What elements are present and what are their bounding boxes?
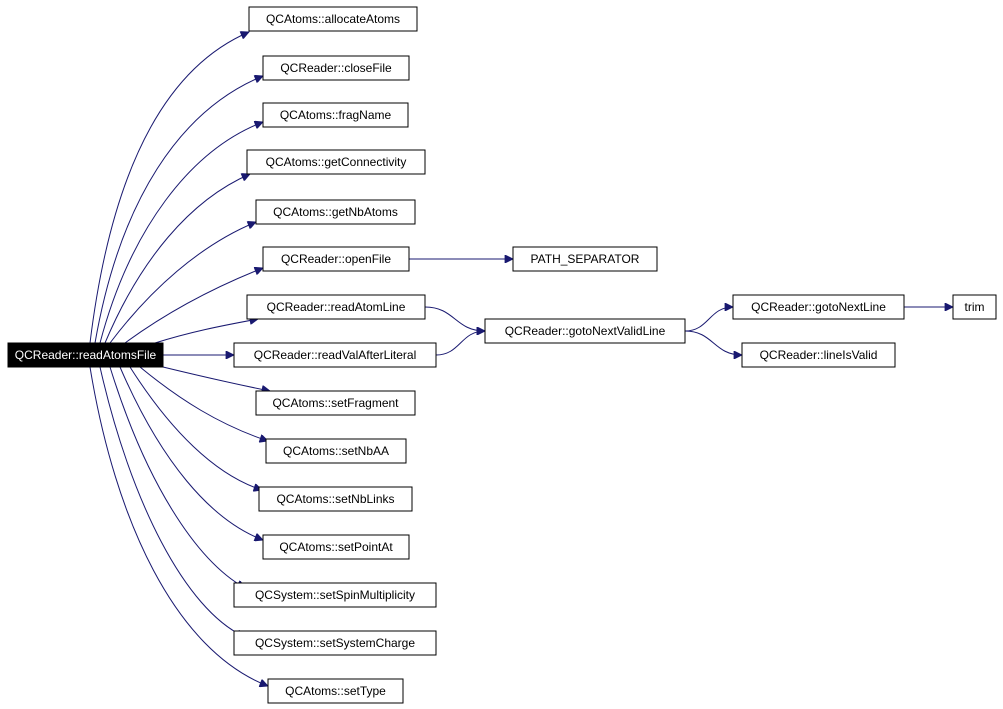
- node-label-setNbLinks: QCAtoms::setNbLinks: [276, 492, 394, 506]
- node-box-trim[interactable]: [952, 294, 997, 320]
- node-fragName[interactable]: QCAtoms::fragName: [262, 102, 409, 128]
- node-box-getNbAtoms[interactable]: [255, 199, 416, 225]
- node-label-setFragment: QCAtoms::setFragment: [272, 396, 399, 410]
- node-box-readAtomLine[interactable]: [246, 294, 426, 320]
- node-box-gotoNextValidLine[interactable]: [484, 318, 686, 344]
- node-label-allocateAtoms: QCAtoms::allocateAtoms: [266, 12, 400, 26]
- node-label-PATH_SEPARATOR: PATH_SEPARATOR: [531, 252, 640, 266]
- node-box-allocateAtoms[interactable]: [248, 6, 418, 32]
- node-openFile[interactable]: QCReader::openFile: [262, 246, 410, 272]
- node-box-setType[interactable]: [267, 678, 404, 704]
- node-setSpinMultiplicity[interactable]: QCSystem::setSpinMultiplicity: [233, 582, 437, 608]
- node-label-getNbAtoms: QCAtoms::getNbAtoms: [273, 205, 398, 219]
- node-box-root[interactable]: [7, 342, 164, 368]
- node-PATH_SEPARATOR[interactable]: PATH_SEPARATOR: [512, 246, 658, 272]
- edge-root-to-setPointAt: [119, 366, 263, 540]
- node-label-setType: QCAtoms::setType: [285, 684, 386, 698]
- node-box-closeFile[interactable]: [262, 55, 410, 81]
- node-box-setPointAt[interactable]: [262, 534, 410, 560]
- node-label-setSystemCharge: QCSystem::setSystemCharge: [255, 636, 415, 650]
- edge-readAtomLine-to-gotoNextValidLine: [424, 306, 485, 331]
- edge-root-to-getConnectivity: [104, 174, 250, 344]
- node-label-closeFile: QCReader::closeFile: [280, 61, 392, 75]
- node-gotoNextLine[interactable]: QCReader::gotoNextLine: [732, 294, 905, 320]
- node-label-setNbAA: QCAtoms::setNbAA: [283, 444, 389, 458]
- node-setFragment[interactable]: QCAtoms::setFragment: [255, 390, 416, 416]
- edge-root-to-setFragment: [162, 366, 270, 391]
- node-label-lineIsValid: QCReader::lineIsValid: [760, 348, 878, 362]
- node-box-setNbLinks[interactable]: [258, 486, 413, 512]
- node-box-setFragment[interactable]: [255, 390, 416, 416]
- node-box-fragName[interactable]: [262, 102, 409, 128]
- edge-root-to-readAtomLine: [154, 319, 258, 344]
- node-setNbLinks[interactable]: QCAtoms::setNbLinks: [258, 486, 413, 512]
- node-box-readValAfterLiteral[interactable]: [233, 342, 437, 368]
- edge-root-to-setSpinMultiplicity: [109, 366, 245, 588]
- node-layer: QCReader::readAtomsFile QCAtoms::allocate…: [7, 6, 997, 704]
- node-root[interactable]: QCReader::readAtomsFile: [7, 342, 164, 368]
- node-box-lineIsValid[interactable]: [741, 342, 896, 368]
- edge-root-to-setNbLinks: [129, 366, 262, 490]
- node-readAtomLine[interactable]: QCReader::readAtomLine: [246, 294, 426, 320]
- edge-readValAfterLiteral-to-gotoNextValidLine: [435, 331, 485, 356]
- edge-root-to-setSystemCharge: [99, 366, 245, 637]
- node-setType[interactable]: QCAtoms::setType: [267, 678, 404, 704]
- node-setNbAA[interactable]: QCAtoms::setNbAA: [265, 438, 407, 464]
- edge-layer: [89, 32, 953, 686]
- node-readValAfterLiteral[interactable]: QCReader::readValAfterLiteral: [233, 342, 437, 368]
- edge-root-to-getNbAtoms: [109, 222, 256, 344]
- node-setPointAt[interactable]: QCAtoms::setPointAt: [262, 534, 410, 560]
- node-box-openFile[interactable]: [262, 246, 410, 272]
- node-label-readAtomLine: QCReader::readAtomLine: [267, 300, 406, 314]
- edge-root-to-fragName: [99, 122, 263, 344]
- node-allocateAtoms[interactable]: QCAtoms::allocateAtoms: [248, 6, 418, 32]
- node-box-setNbAA[interactable]: [265, 438, 407, 464]
- node-box-setSystemCharge[interactable]: [233, 630, 437, 656]
- node-label-getConnectivity: QCAtoms::getConnectivity: [266, 155, 407, 169]
- node-box-PATH_SEPARATOR[interactable]: [512, 246, 658, 272]
- node-label-openFile: QCReader::openFile: [281, 252, 391, 266]
- node-label-gotoNextLine: QCReader::gotoNextLine: [751, 300, 886, 314]
- node-label-gotoNextValidLine: QCReader::gotoNextValidLine: [505, 324, 666, 338]
- node-box-gotoNextLine[interactable]: [732, 294, 905, 320]
- edge-gotoNextValidLine-to-lineIsValid: [684, 330, 742, 355]
- node-label-setSpinMultiplicity: QCSystem::setSpinMultiplicity: [255, 588, 415, 602]
- node-setSystemCharge[interactable]: QCSystem::setSystemCharge: [233, 630, 437, 656]
- node-trim[interactable]: trim: [952, 294, 997, 320]
- node-label-readValAfterLiteral: QCReader::readValAfterLiteral: [254, 348, 417, 362]
- edge-root-to-allocateAtoms: [89, 32, 249, 344]
- node-gotoNextValidLine[interactable]: QCReader::gotoNextValidLine: [484, 318, 686, 344]
- node-getNbAtoms[interactable]: QCAtoms::getNbAtoms: [255, 199, 416, 225]
- node-label-setPointAt: QCAtoms::setPointAt: [279, 540, 393, 554]
- node-label-trim: trim: [965, 300, 985, 314]
- edge-root-to-openFile: [124, 268, 263, 344]
- node-lineIsValid[interactable]: QCReader::lineIsValid: [741, 342, 896, 368]
- edge-root-to-setNbAA: [139, 366, 268, 441]
- node-label-root: QCReader::readAtomsFile: [15, 348, 157, 362]
- node-box-setSpinMultiplicity[interactable]: [233, 582, 437, 608]
- edge-root-to-closeFile: [94, 76, 263, 344]
- node-box-getConnectivity[interactable]: [246, 149, 426, 175]
- node-closeFile[interactable]: QCReader::closeFile: [262, 55, 410, 81]
- edge-root-to-setType: [89, 366, 268, 686]
- node-getConnectivity[interactable]: QCAtoms::getConnectivity: [246, 149, 426, 175]
- edge-gotoNextValidLine-to-gotoNextLine: [684, 307, 733, 332]
- node-label-fragName: QCAtoms::fragName: [280, 108, 392, 122]
